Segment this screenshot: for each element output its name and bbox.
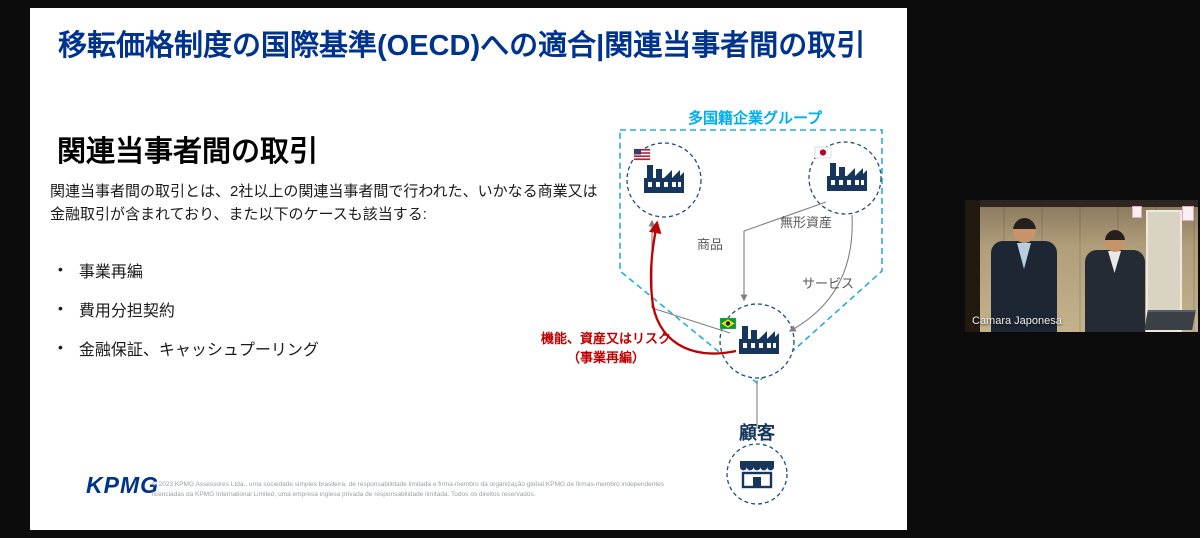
group-boundary <box>619 129 883 385</box>
us-flag-icon <box>633 148 651 161</box>
japan-flag-icon <box>814 146 832 159</box>
list-item: • 事業再編 <box>58 258 478 282</box>
wall-art <box>1182 206 1194 221</box>
room-ceiling <box>965 200 1198 207</box>
intangibles-flow-arrow <box>740 201 827 302</box>
room-pillar <box>965 200 980 332</box>
bullet-text: 事業再編 <box>78 264 143 281</box>
laptop <box>1144 310 1196 330</box>
shared-slide: 移転価格制度の国際基準(OECD)への適合|関連当事者間の取引 関連当事者間の取… <box>30 8 907 530</box>
list-item: • 金融保証、キャッシュプーリング <box>58 336 478 360</box>
legal-line-2: licenciadas da KPMG International Limite… <box>152 491 536 499</box>
body-paragraph: 関連当事者間の取引とは、2社以上の関連当事者間で行われた、いかなる商業又は金融取… <box>50 183 598 224</box>
wall-art <box>1132 206 1142 218</box>
bullet-icon: • <box>58 339 63 355</box>
bullet-icon: • <box>58 261 63 277</box>
red-annotation: 機能、資産又はリスク （事業再編） <box>530 330 682 368</box>
customer-label: 顧客 <box>739 422 776 443</box>
bullet-text: 金融保証、キャッシュプーリング <box>78 342 319 359</box>
list-item: • 費用分担契約 <box>58 297 478 321</box>
participant-video-tile[interactable]: Camara Japonesa <box>965 200 1198 332</box>
multinational-group-diagram: 多国籍企業グループ 商品 無形資産 サービス 顧客 <box>619 109 883 505</box>
participant-1-hair <box>1013 218 1036 230</box>
brazil-flag-icon <box>719 317 737 330</box>
participant-1-head <box>1013 218 1036 243</box>
intangibles-label: 無形資産 <box>780 215 832 230</box>
restructuring-red-arrow <box>648 220 737 355</box>
participant-2-head <box>1105 230 1125 252</box>
services-label: サービス <box>802 276 854 291</box>
participant-name-label: Camara Japonesa <box>972 315 1062 327</box>
store-icon <box>740 461 774 489</box>
section-heading: 関連当事者間の取引 <box>57 136 319 168</box>
legal-disclaimer: © 2023 KPMG Assessores Ltda., uma socied… <box>152 480 752 501</box>
group-label: 多国籍企業グループ <box>688 109 823 127</box>
participant-2 <box>1083 230 1147 332</box>
slide-title: 移転価格制度の国際基準(OECD)への適合|関連当事者間の取引 <box>58 30 866 62</box>
kpmg-logo: KPMG <box>86 472 159 498</box>
goods-label: 商品 <box>697 237 723 252</box>
bullet-list: • 事業再編 • 費用分担契約 • 金融保証、キャッシュプーリング <box>58 258 478 375</box>
legal-line-1: © 2023 KPMG Assessores Ltda., uma socied… <box>152 481 665 488</box>
red-annotation-line2: （事業再編） <box>566 349 645 365</box>
participant-1 <box>989 218 1059 332</box>
participant-2-hair <box>1105 230 1125 240</box>
bullet-icon: • <box>58 300 63 316</box>
red-annotation-line1: 機能、資産又はリスク <box>540 331 671 346</box>
services-flow-arrow <box>788 214 853 332</box>
bullet-text: 費用分担契約 <box>78 303 175 320</box>
